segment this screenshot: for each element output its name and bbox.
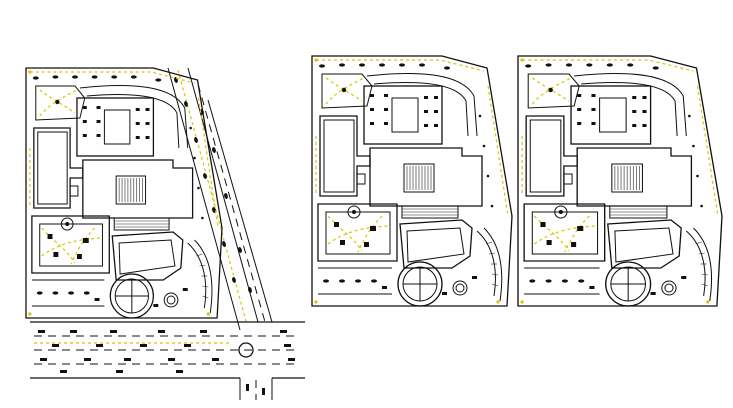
horizontal-road (30, 321, 305, 400)
diagonal-road (167, 67, 273, 331)
site-plan-right (517, 55, 723, 307)
site-plan-middle (311, 55, 513, 307)
site-plan-with-roads (25, 67, 305, 400)
